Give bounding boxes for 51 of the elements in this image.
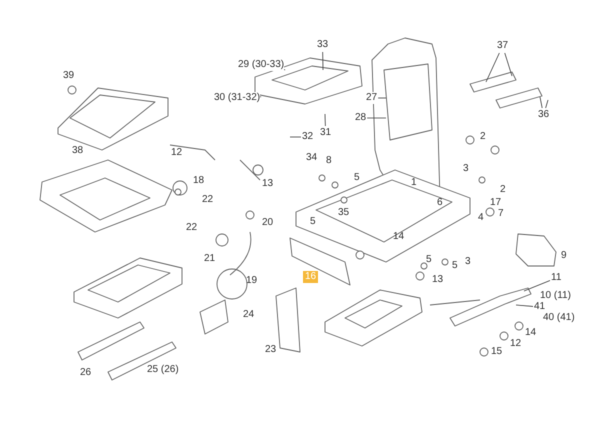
leader-line [545, 100, 548, 108]
callout-number: 15 [491, 346, 502, 358]
callout-number: 29 (30-33) [238, 59, 284, 71]
callout-number: 13 [262, 178, 274, 190]
leader-line [504, 52, 512, 76]
callout-number: 5 [310, 216, 316, 228]
callout-number: 25 (26) [147, 364, 179, 376]
callout-number: 40 (41) [543, 312, 575, 324]
callout-number: 39 [63, 70, 74, 82]
callout-number: 6 [437, 197, 443, 209]
callout-number: 38 [72, 145, 84, 157]
callout-number: 17 [490, 197, 502, 209]
callout-number: 22 [186, 222, 198, 234]
callout-number: 27 [366, 92, 378, 104]
leader-line [540, 96, 543, 108]
callout-number: 3 [463, 163, 469, 175]
callout-number: 22 [202, 194, 214, 206]
callout-number: 4 [478, 212, 484, 224]
callout-number: 14 [525, 327, 536, 339]
callout-number: 20 [262, 217, 274, 229]
callout-number: 12 [510, 338, 522, 350]
callout-number: 5 [452, 260, 458, 272]
callout-number: 12 [171, 147, 182, 159]
callout-number: 13 [432, 274, 444, 286]
callout-number: 7 [498, 208, 504, 220]
callout-number: 35 [338, 207, 350, 219]
callout-number: 19 [246, 275, 258, 287]
callout-number: 10 (11) [540, 290, 571, 302]
leader-line [322, 52, 324, 70]
callout-number: 21 [204, 253, 216, 265]
leader-line [324, 114, 326, 126]
callout-number: 3 [465, 256, 471, 268]
leader-line [290, 136, 302, 138]
leader-line [524, 280, 550, 292]
callout-number: 2 [480, 131, 486, 143]
callout-number: 23 [265, 344, 276, 356]
callout-number: 5 [354, 172, 360, 184]
leader-line [486, 52, 500, 82]
callout-number: 34 [306, 152, 318, 164]
callout-number: 9 [561, 250, 567, 262]
callout-number: 2 [500, 184, 506, 196]
callout-number: 14 [393, 231, 404, 243]
callout-number: 5 [426, 254, 432, 266]
callout-number: 18 [193, 175, 204, 187]
leader-line [516, 304, 534, 307]
callout-number: 26 [80, 367, 92, 379]
callout-number: 30 (31-32) [214, 92, 260, 104]
callout-number: 24 [243, 309, 254, 321]
callout-number: 1 [411, 177, 417, 189]
highlighted-callout-number: 16 [303, 271, 318, 283]
callout-number: 8 [326, 155, 332, 167]
